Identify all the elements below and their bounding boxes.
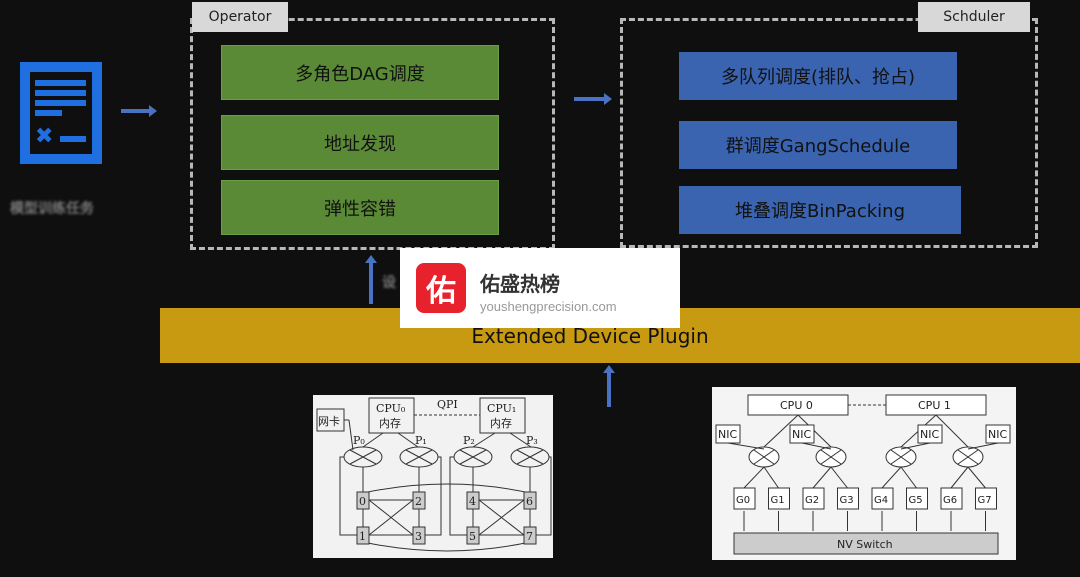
watermark: 佑 佑盛热榜 youshengprecision.com [400, 248, 680, 328]
qpi-label: QPI [437, 398, 458, 411]
watermark-logo: 佑 [416, 263, 466, 313]
operator-dag: 多角色DAG调度 [221, 45, 499, 100]
gpu-label: G3 [840, 495, 854, 506]
topology-right: CPU 0 CPU 1 NV Switch NIC NIC NIC NIC G0 G1 G2… [712, 387, 1016, 560]
topology-left: 网卡 QPI CPU₀ 内存 CPU₁ 内存 P₀ P₁ P₂ P₃ 0 1 2… [313, 395, 553, 558]
gpu-label: G2 [805, 495, 819, 506]
gpu-label: 2 [415, 495, 422, 508]
scheduler-group [620, 18, 1038, 248]
mem1-label: 内存 [490, 416, 512, 430]
operator-fault: 弹性容错 [221, 180, 499, 235]
gpu-label: G0 [736, 495, 750, 506]
gpu-label: G5 [909, 495, 923, 506]
gpu-label: 3 [415, 530, 422, 543]
nic-label: NIC [792, 428, 811, 441]
port-label: P₁ [415, 434, 427, 447]
link [935, 414, 969, 448]
gpu-box [975, 487, 997, 510]
scheduler-title: Schduler [918, 2, 1030, 32]
cpu0-label: CPU₀ [376, 402, 406, 415]
port-label: P₀ [353, 434, 365, 447]
document-icon: ✖ [20, 62, 102, 164]
port-label: P₂ [463, 434, 475, 447]
gpu-label: 7 [526, 530, 533, 543]
scheduler-binpacking: 堆叠调度BinPacking [679, 186, 961, 234]
operator-group [190, 18, 555, 250]
nic-label: NIC [718, 428, 737, 441]
watermark-url: youshengprecision.com [480, 299, 617, 314]
nic-label: 网卡 [318, 415, 340, 428]
gpu-label: G7 [978, 495, 992, 506]
nvswitch-label: NV Switch [837, 538, 893, 551]
task-label: 模型训练任务 [10, 201, 94, 217]
arrow-to-operator [121, 105, 157, 117]
gpu-label: G4 [874, 495, 888, 506]
watermark-name: 佑盛热榜 [480, 272, 560, 296]
gpu-box [733, 487, 756, 510]
cpu1-label: CPU 1 [918, 399, 951, 412]
link [763, 414, 799, 448]
gpu-box [906, 487, 928, 510]
gpu-box [768, 487, 790, 510]
nic-label: NIC [920, 428, 939, 441]
scheduler-gang: 群调度GangSchedule [679, 121, 957, 169]
mem0-label: 内存 [379, 416, 401, 430]
scheduler-queue: 多队列调度(排队、抢占) [679, 52, 957, 100]
nic-label: NIC [988, 428, 1007, 441]
gpu-box [802, 487, 825, 510]
gpu-box [837, 487, 859, 510]
gpu-label: 1 [359, 530, 366, 543]
arrow-up-operator [365, 255, 377, 304]
cpu1-label: CPU₁ [487, 402, 516, 415]
operator-discovery: 地址发现 [221, 115, 499, 170]
arrow-up-plugin [603, 365, 615, 407]
gpu-label: G6 [943, 495, 957, 506]
gpu-label: G1 [771, 495, 785, 506]
gpu-label: 4 [469, 495, 476, 508]
gpu-box [940, 487, 963, 510]
gpu-label: 0 [359, 495, 366, 508]
cpu0-label: CPU 0 [780, 399, 813, 412]
port-label: P₃ [526, 434, 538, 447]
gpu-label: 5 [469, 530, 476, 543]
arrow-to-scheduler [574, 93, 612, 105]
gpu-box [871, 487, 894, 510]
plugin-side-label: 设 [382, 275, 396, 291]
operator-title: Operator [192, 2, 288, 32]
gpu-label: 6 [526, 495, 533, 508]
